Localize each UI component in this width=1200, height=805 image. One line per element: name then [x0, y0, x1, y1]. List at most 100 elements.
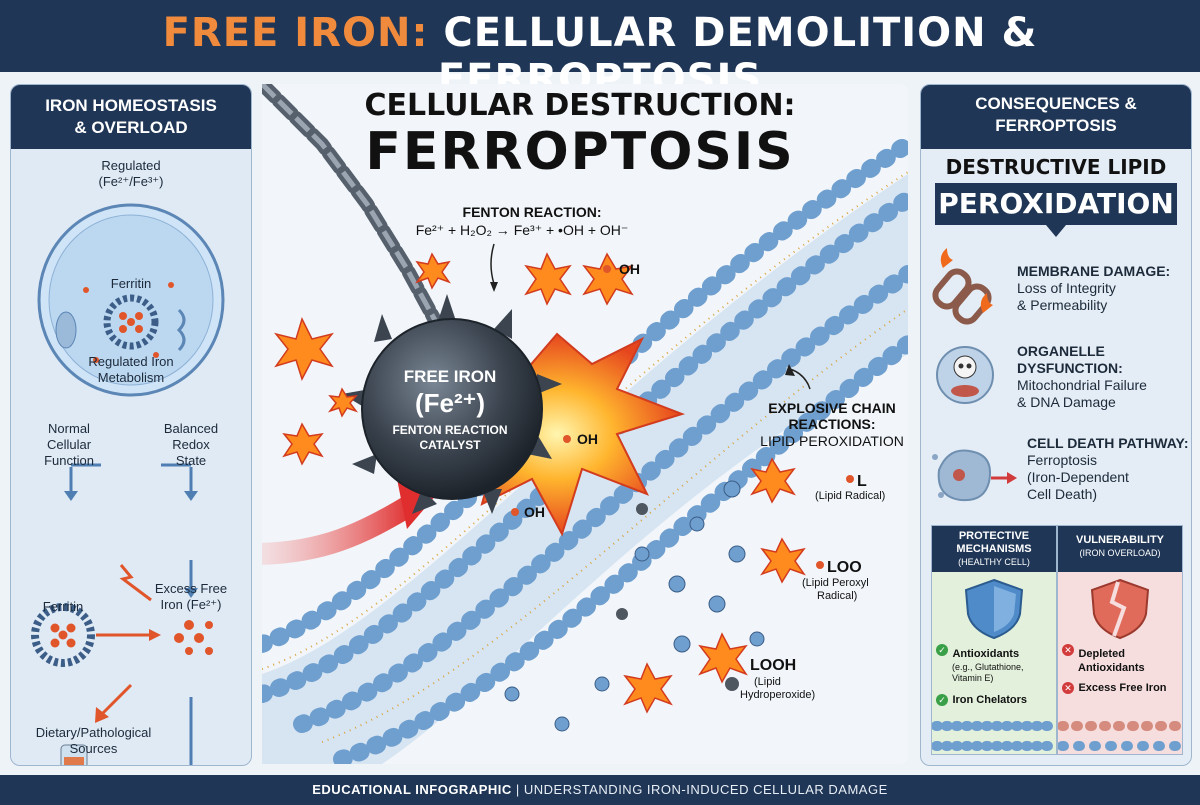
normal-line2: Cellular: [46, 437, 92, 452]
protective-heading-sub: (HEALTHY CELL): [958, 557, 1030, 567]
peroxidation-banner: PEROXIDATION: [935, 183, 1177, 225]
antioxidants-label: Antioxidants: [952, 648, 1020, 660]
chain-line1: EXPLOSIVE CHAIN: [768, 400, 896, 416]
cell-label: Regulated (Fe²⁺/Fe³⁺): [71, 158, 191, 190]
membrane-damage-item: MEMBRANE DAMAGE: Loss of Integrity & Per…: [1017, 263, 1187, 314]
cell-death-line2: (Iron-Dependent: [1027, 469, 1129, 485]
redox-line1: Balanced: [163, 421, 219, 436]
left-heading-line1: IRON HOMEOSTASIS: [45, 96, 217, 115]
protective-heading-line1: PROTECTIVE: [958, 530, 1030, 542]
organelle-title-line1: ORGANELLE: [1017, 343, 1105, 359]
membrane-damage-line2: & Permeability: [1017, 297, 1108, 313]
vulnerability-item-1: ✕ Depleted Antioxidants: [1062, 644, 1180, 674]
protective-box: PROTECTIVE MECHANISMS (HEALTHY CELL) ✓ A…: [931, 525, 1057, 755]
shield-icon: [964, 578, 1024, 640]
ferritin-label: Ferritin: [110, 276, 152, 291]
organelle-title-line2: DYSFUNCTION:: [1017, 360, 1123, 376]
left-heading-line2: & OVERLOAD: [74, 118, 188, 137]
metabolism-line2: Metabolism: [97, 370, 165, 385]
cell-label-line2: (Fe²⁺/Fe³⁺): [98, 174, 164, 189]
check-icon: ✓: [936, 644, 948, 656]
vulnerability-box: VULNERABILITY (IRON OVERLOAD) ✕ Depleted…: [1057, 525, 1183, 755]
destructive-lipid-heading: DESTRUCTIVE LIPID: [945, 155, 1167, 179]
right-panel: CONSEQUENCES & FERROPTOSIS DESTRUCTIVE L…: [920, 84, 1192, 766]
wrecking-ball-icon: [342, 294, 562, 514]
protective-item-2: ✓ Iron Chelators: [936, 690, 1054, 708]
organelle-line2: & DNA Damage: [1017, 394, 1116, 410]
ball-line2: (Fe²⁺): [415, 388, 485, 418]
damaged-membrane-icon: [1058, 721, 1182, 751]
cross-icon: ✕: [1062, 644, 1074, 656]
looh-label: LOOH: [750, 657, 796, 674]
excess-line1: Excess Free: [154, 581, 228, 596]
footer-bold: EDUCATIONAL INFOGRAPHIC: [312, 782, 512, 797]
dying-cell-icon: [932, 449, 1017, 502]
header-bar: [0, 0, 1200, 72]
loo-desc-line2: Radical): [817, 590, 857, 602]
ferritin2-label: Ferritin: [42, 599, 84, 614]
sources-line2: Sources: [69, 741, 118, 756]
loo-desc-line1: (Lipid Peroxyl: [802, 577, 869, 589]
center-title-line2: FERROPTOSIS: [365, 122, 795, 182]
right-panel-icons: [932, 225, 1066, 502]
left-panel: IRON HOMEOSTASIS & OVERLOAD: [10, 84, 252, 766]
redox-line2: Redox: [172, 437, 210, 452]
oh-label-1: OH: [619, 261, 640, 277]
redox-state-label: Balanced Redox State: [141, 421, 241, 469]
check-icon: ✓: [936, 694, 948, 706]
organelle-line1: Mitochondrial Failure: [1017, 377, 1147, 393]
oh-label-2: OH: [577, 431, 598, 447]
red-arrow-icon: [262, 494, 418, 565]
cell-label-line1: Regulated: [101, 158, 161, 173]
metabolism-label: Regulated Iron Metabolism: [61, 354, 201, 386]
cross-icon: ✕: [1062, 682, 1074, 694]
footer-rest: | UNDERSTANDING IRON-INDUCED CELLULAR DA…: [511, 782, 888, 797]
broken-shield-icon: [1090, 578, 1150, 640]
chain-line2: REACTIONS:: [788, 416, 875, 432]
depleted-label: Depleted: [1078, 648, 1125, 660]
membrane-damage-title: MEMBRANE DAMAGE:: [1017, 263, 1171, 279]
excess-line2: Iron (Fe²⁺): [160, 597, 222, 612]
protective-heading: PROTECTIVE MECHANISMS (HEALTHY CELL): [932, 526, 1056, 572]
fenton-equation: Fe²⁺ + H₂O₂ → Fe³⁺ + •OH + OH⁻: [416, 222, 629, 238]
vulnerability-heading-line1: VULNERABILITY: [1076, 534, 1164, 546]
chain-icon: [262, 84, 444, 331]
title-accent: FREE IRON:: [162, 10, 429, 56]
antioxidants-depleted-label: Antioxidants: [1078, 662, 1145, 674]
fenton-title: FENTON REACTION:: [463, 204, 602, 220]
footer-bar: EDUCATIONAL INFOGRAPHIC | UNDERSTANDING …: [0, 775, 1200, 805]
food-sources-icon: [60, 744, 88, 765]
chain-line3: LIPID PEROXIDATION: [760, 433, 904, 449]
cell-death-line3: Cell Death): [1027, 486, 1098, 502]
cell-death-item: CELL DEATH PATHWAY: Ferroptosis (Iron-De…: [1027, 435, 1191, 503]
normal-line3: Function: [44, 453, 94, 468]
cell-death-line1: Ferroptosis: [1027, 452, 1098, 468]
left-panel-heading: IRON HOMEOSTASIS & OVERLOAD: [11, 85, 251, 149]
broken-chain-icon: [932, 248, 993, 325]
vulnerability-item-2: ✕ Excess Free Iron: [1062, 678, 1180, 696]
looh-desc-line2: Hydroperoxide): [740, 689, 815, 701]
right-heading-line1: CONSEQUENCES &: [975, 94, 1137, 113]
normal-function-label: Normal Cellular Function: [19, 421, 119, 469]
metabolism-line1: Regulated Iron: [88, 354, 174, 369]
ball-line3: FENTON REACTION: [392, 423, 507, 437]
oh-label-3: OH: [524, 504, 545, 520]
redox-line3: State: [175, 453, 207, 468]
ferritin-icon: [103, 294, 159, 350]
ball-line1: FREE IRON: [404, 367, 497, 386]
membrane-damage-line1: Loss of Integrity: [1017, 280, 1116, 296]
skull-organelle-icon: [936, 346, 994, 404]
sources-line1: Dietary/Pathological: [35, 725, 152, 740]
cell-death-title: CELL DEATH PATHWAY:: [1027, 435, 1189, 451]
sources-label: Dietary/Pathological Sources: [11, 725, 176, 757]
ferritin-icon-2: [31, 603, 95, 667]
loo-label: LOO: [827, 559, 862, 576]
organelle-icon: [176, 308, 186, 352]
normal-line1: Normal: [48, 421, 90, 436]
antioxidants-example-line1: (e.g., Glutathione,: [952, 662, 1024, 672]
ferroptosis-illustration: FENTON REACTION: Fe²⁺ + H₂O₂ → Fe³⁺ + •O…: [262, 84, 908, 764]
iron-chelators-label: Iron Chelators: [952, 694, 1028, 706]
protective-item-1: ✓ Antioxidants (e.g., Glutathione, Vitam…: [936, 644, 1054, 684]
excess-iron-label: Excess Free Iron (Fe²⁺): [131, 581, 251, 613]
l-label: L: [857, 473, 867, 490]
